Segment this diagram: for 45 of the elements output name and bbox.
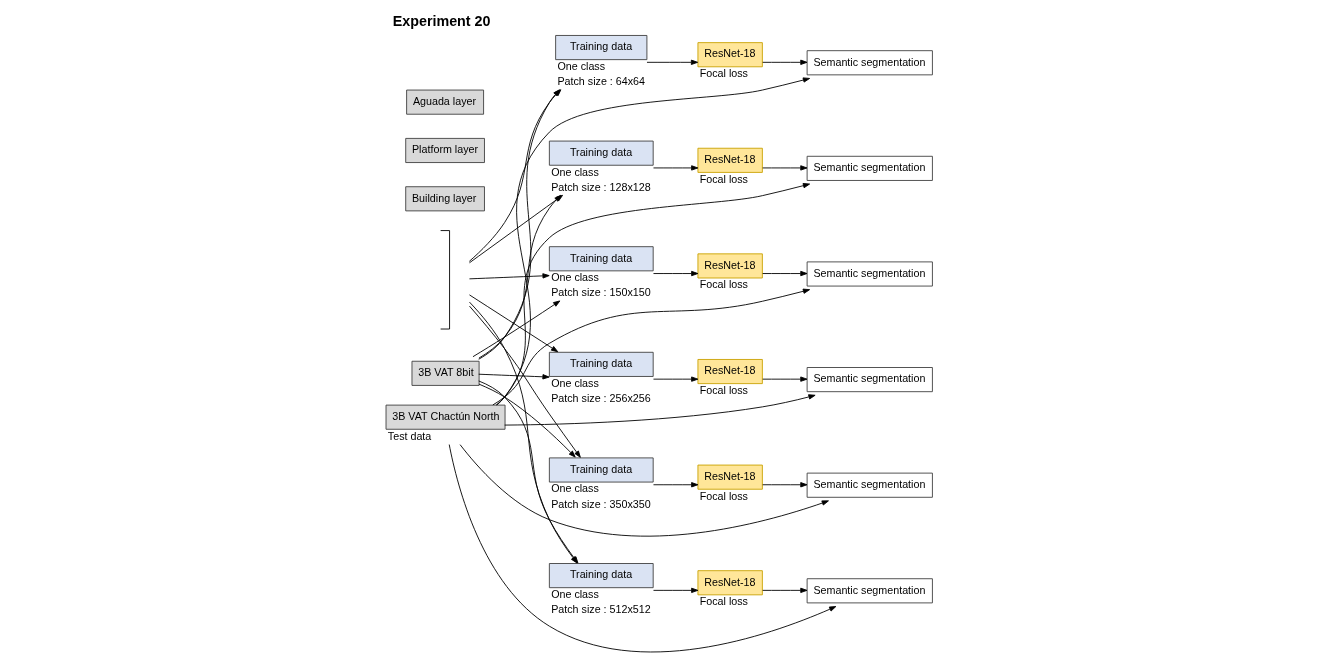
arrow [761, 59, 807, 65]
arrow [646, 59, 698, 65]
node-label: Patch size : 256x256 [550, 392, 651, 405]
arrow [495, 77, 810, 406]
node-label: Focal loss [699, 384, 748, 396]
node-label: Focal loss [699, 278, 748, 291]
arrow [652, 270, 698, 277]
arrow [503, 394, 816, 426]
arrow [761, 376, 807, 382]
arrow [652, 376, 698, 382]
arrow [491, 288, 810, 406]
arrow [448, 444, 836, 653]
arrow [652, 165, 698, 171]
arrow [761, 165, 807, 171]
node-label: One class [550, 271, 599, 284]
arrow [652, 482, 698, 488]
node-label: Patch size : 64x64 [556, 75, 645, 88]
arrow [459, 444, 829, 537]
diagram-title: Experiment 20 [392, 12, 490, 29]
arrow [478, 383, 576, 458]
node-label: One class [550, 588, 599, 601]
node-label: Patch size : 150x150 [550, 286, 651, 299]
node-label: One class [550, 165, 599, 178]
node-label: Focal loss [699, 595, 748, 608]
arrow [468, 273, 550, 280]
arrow [761, 482, 807, 488]
arrow [468, 305, 581, 458]
node-label: One class [550, 376, 599, 389]
node-label: Focal loss [699, 489, 748, 502]
node-label: Patch size : 350x350 [550, 497, 651, 510]
node-bracket [439, 230, 450, 330]
node-label: Focal loss [699, 67, 748, 80]
arrow [477, 373, 550, 380]
node-label: One class [550, 482, 599, 495]
node-label: Focal loss [699, 172, 748, 185]
node-label: Test data [387, 429, 431, 442]
arrow [761, 270, 807, 277]
arrow [761, 587, 807, 593]
arrow [495, 183, 810, 406]
arrow [652, 587, 698, 593]
node-label: One class [556, 60, 605, 73]
arrow [468, 294, 558, 353]
arrow [472, 300, 560, 358]
node-label: Patch size : 512x512 [550, 603, 651, 616]
node-label: Patch size : 128x128 [550, 180, 651, 193]
